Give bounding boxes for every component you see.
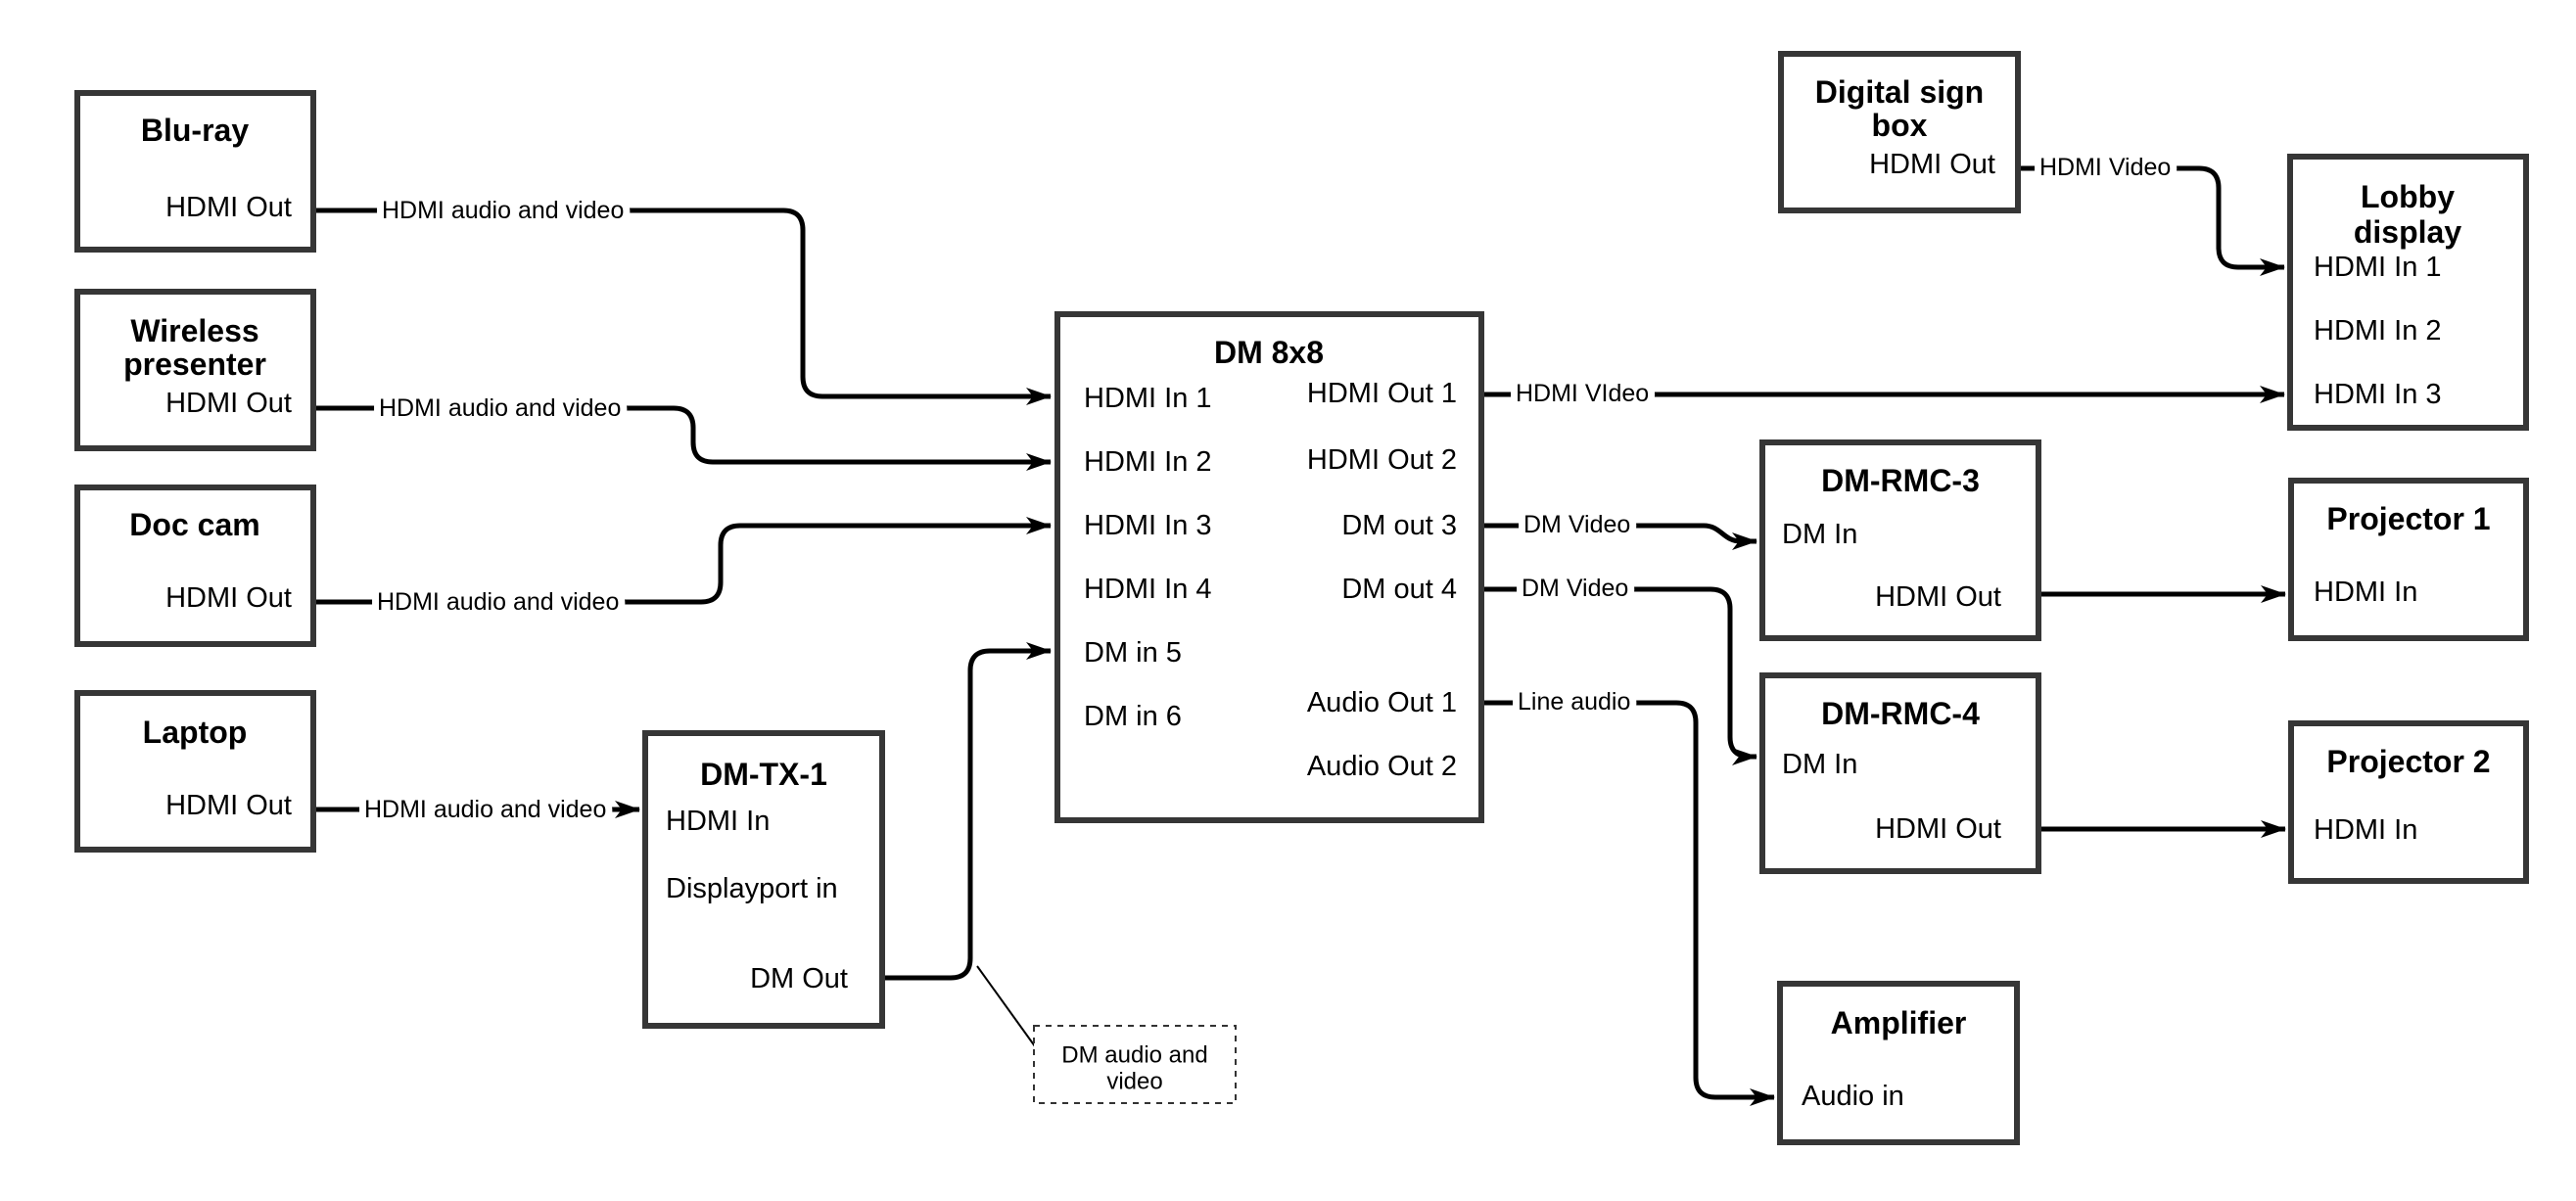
dm-8x8-port-hdmi-out-2: HDMI Out 2	[1307, 444, 1457, 476]
lobby-display-box	[2287, 154, 2529, 431]
projector-2-port-hdmi-in: HDMI In	[2314, 814, 2417, 846]
node-projector-1: Projector 1 HDMI In	[2288, 478, 2529, 641]
dm-8x8-port-hdmi-in-3: HDMI In 3	[1084, 510, 1212, 541]
node-lobby-display: Lobby display HDMI In 1 HDMI In 2 HDMI I…	[2287, 154, 2529, 431]
note-box	[1033, 1025, 1237, 1104]
doc-cam-box	[74, 485, 316, 647]
digital-sign-box	[1778, 51, 2021, 213]
lobby-display-title-line2: display	[2354, 214, 2461, 250]
connector-label-digital-sign: HDMI Video	[2039, 154, 2171, 181]
projector-1-title: Projector 1	[2326, 501, 2490, 536]
projector-1-box	[2288, 478, 2529, 641]
projector-2-box	[2288, 720, 2529, 884]
dm-rmc-3-port-dm-in: DM In	[1782, 519, 1857, 550]
connector-digital-sign-lobby	[2018, 165, 2285, 276]
node-bluray: Blu-ray HDMI Out	[74, 90, 316, 253]
dm-rmc-3-port-hdmi-out: HDMI Out	[1875, 581, 2001, 613]
connector-bluray-dm8x8	[313, 208, 1052, 405]
node-dm-tx-1: DM-TX-1 HDMI In Displayport in DM Out	[642, 730, 885, 1029]
note-text-line2: video	[1106, 1069, 1162, 1095]
node-dm-rmc-4: DM-RMC-4 DM In HDMI Out	[1759, 672, 2041, 874]
connector-doccam-dm8x8	[313, 517, 1052, 605]
laptop-box	[74, 690, 316, 853]
wireless-presenter-box	[74, 289, 316, 451]
connector-label-bluray: HDMI audio and video	[382, 197, 624, 224]
node-projector-2: Projector 2 HDMI In	[2288, 720, 2529, 884]
digital-sign-title-line2: box	[1872, 108, 1928, 143]
node-dm-8x8: DM 8x8 HDMI In 1 HDMI In 2 HDMI In 3 HDM…	[1054, 311, 1484, 823]
dm-8x8-port-audio-out-1: Audio Out 1	[1307, 687, 1457, 718]
dm-8x8-port-dm-in-6: DM in 6	[1084, 701, 1182, 732]
connector-label-dm-video-out4: DM Video	[1522, 575, 1628, 602]
node-dm-rmc-3: DM-RMC-3 DM In HDMI Out	[1759, 439, 2041, 641]
dm-8x8-port-dm-out-3: DM out 3	[1341, 510, 1457, 541]
dm-rmc-3-title: DM-RMC-3	[1821, 463, 1980, 498]
dm-tx-1-title: DM-TX-1	[700, 757, 827, 792]
connectors	[313, 165, 2286, 1106]
node-wireless-presenter: Wireless presenter HDMI Out	[74, 289, 316, 451]
laptop-title: Laptop	[143, 715, 248, 750]
amplifier-box	[1777, 981, 2020, 1145]
lobby-display-port-hdmi-in-3: HDMI In 3	[2314, 379, 2442, 410]
dm-tx-1-port-dm-out: DM Out	[750, 963, 848, 994]
doc-cam-title: Doc cam	[129, 507, 259, 542]
digital-sign-port-hdmi-out: HDMI Out	[1869, 149, 1995, 180]
dm-tx-1-box	[642, 730, 885, 1029]
node-amplifier: Amplifier Audio in	[1777, 981, 2020, 1145]
lobby-display-port-hdmi-in-2: HDMI In 2	[2314, 315, 2442, 346]
digital-sign-title-line1: Digital sign	[1815, 74, 1984, 110]
dm-8x8-port-dm-out-4: DM out 4	[1341, 574, 1457, 605]
connector-wireless-dm8x8	[313, 405, 1052, 471]
node-digital-sign-box: Digital sign box HDMI Out	[1778, 51, 2021, 213]
bluray-port-hdmi-out: HDMI Out	[165, 192, 292, 223]
connector-label-hdmi-video-out1: HDMI VIdeo	[1516, 380, 1649, 407]
dm-rmc-4-title: DM-RMC-4	[1821, 696, 1980, 731]
dm-rmc-4-port-dm-in: DM In	[1782, 749, 1857, 780]
connector-dm8x8-rmc4	[1481, 586, 1757, 765]
amplifier-title: Amplifier	[1831, 1005, 1967, 1040]
projector-1-port-hdmi-in: HDMI In	[2314, 577, 2417, 608]
dm-rmc-4-box	[1759, 672, 2041, 874]
wireless-presenter-title-line1: Wireless	[130, 313, 258, 348]
note-callout-line	[976, 965, 1036, 1047]
connector-label-dm-video-out3: DM Video	[1523, 511, 1630, 538]
connector-label-doccam: HDMI audio and video	[377, 588, 619, 616]
lobby-display-title-line1: Lobby	[2361, 179, 2455, 214]
connector-label-wireless: HDMI audio and video	[379, 394, 621, 422]
note-dm-audio-and-video: DM audio and video	[1033, 1025, 1237, 1104]
node-doc-cam: Doc cam HDMI Out	[74, 485, 316, 647]
dm-8x8-port-hdmi-out-1: HDMI Out 1	[1307, 378, 1457, 409]
laptop-port-hdmi-out: HDMI Out	[165, 790, 292, 821]
lobby-display-port-hdmi-in-1: HDMI In 1	[2314, 252, 2442, 283]
dm-8x8-box	[1054, 311, 1484, 823]
connector-dm8x8-rmc3	[1481, 523, 1757, 550]
dm-8x8-port-dm-in-5: DM in 5	[1084, 637, 1182, 669]
dm-rmc-3-box	[1759, 439, 2041, 641]
dm-8x8-port-hdmi-in-2: HDMI In 2	[1084, 446, 1212, 478]
connector-label-laptop: HDMI audio and video	[364, 796, 606, 823]
wireless-presenter-port-hdmi-out: HDMI Out	[165, 388, 292, 419]
node-laptop: Laptop HDMI Out	[74, 690, 316, 853]
dm-8x8-port-hdmi-in-4: HDMI In 4	[1084, 574, 1212, 605]
dm-tx-1-port-hdmi-in: HDMI In	[666, 806, 770, 837]
dm-8x8-port-audio-out-2: Audio Out 2	[1307, 751, 1457, 782]
bluray-box	[74, 90, 316, 253]
dm-tx-1-port-displayport-in: Displayport in	[666, 873, 838, 904]
bluray-title: Blu-ray	[141, 113, 249, 148]
note-text-line1: DM audio and	[1061, 1042, 1207, 1069]
connector-dm8x8-amplifier	[1481, 700, 1775, 1106]
doc-cam-port-hdmi-out: HDMI Out	[165, 582, 292, 614]
amplifier-port-audio-in: Audio in	[1802, 1081, 1904, 1112]
connector-label-line-audio: Line audio	[1518, 688, 1630, 716]
projector-2-title: Projector 2	[2326, 744, 2490, 779]
dm-8x8-port-hdmi-in-1: HDMI In 1	[1084, 383, 1212, 414]
dm-rmc-4-port-hdmi-out: HDMI Out	[1875, 813, 2001, 845]
dm-8x8-title: DM 8x8	[1214, 335, 1324, 370]
wireless-presenter-title-line2: presenter	[123, 346, 266, 382]
connector-dmtx1-dm8x8	[882, 642, 1052, 981]
